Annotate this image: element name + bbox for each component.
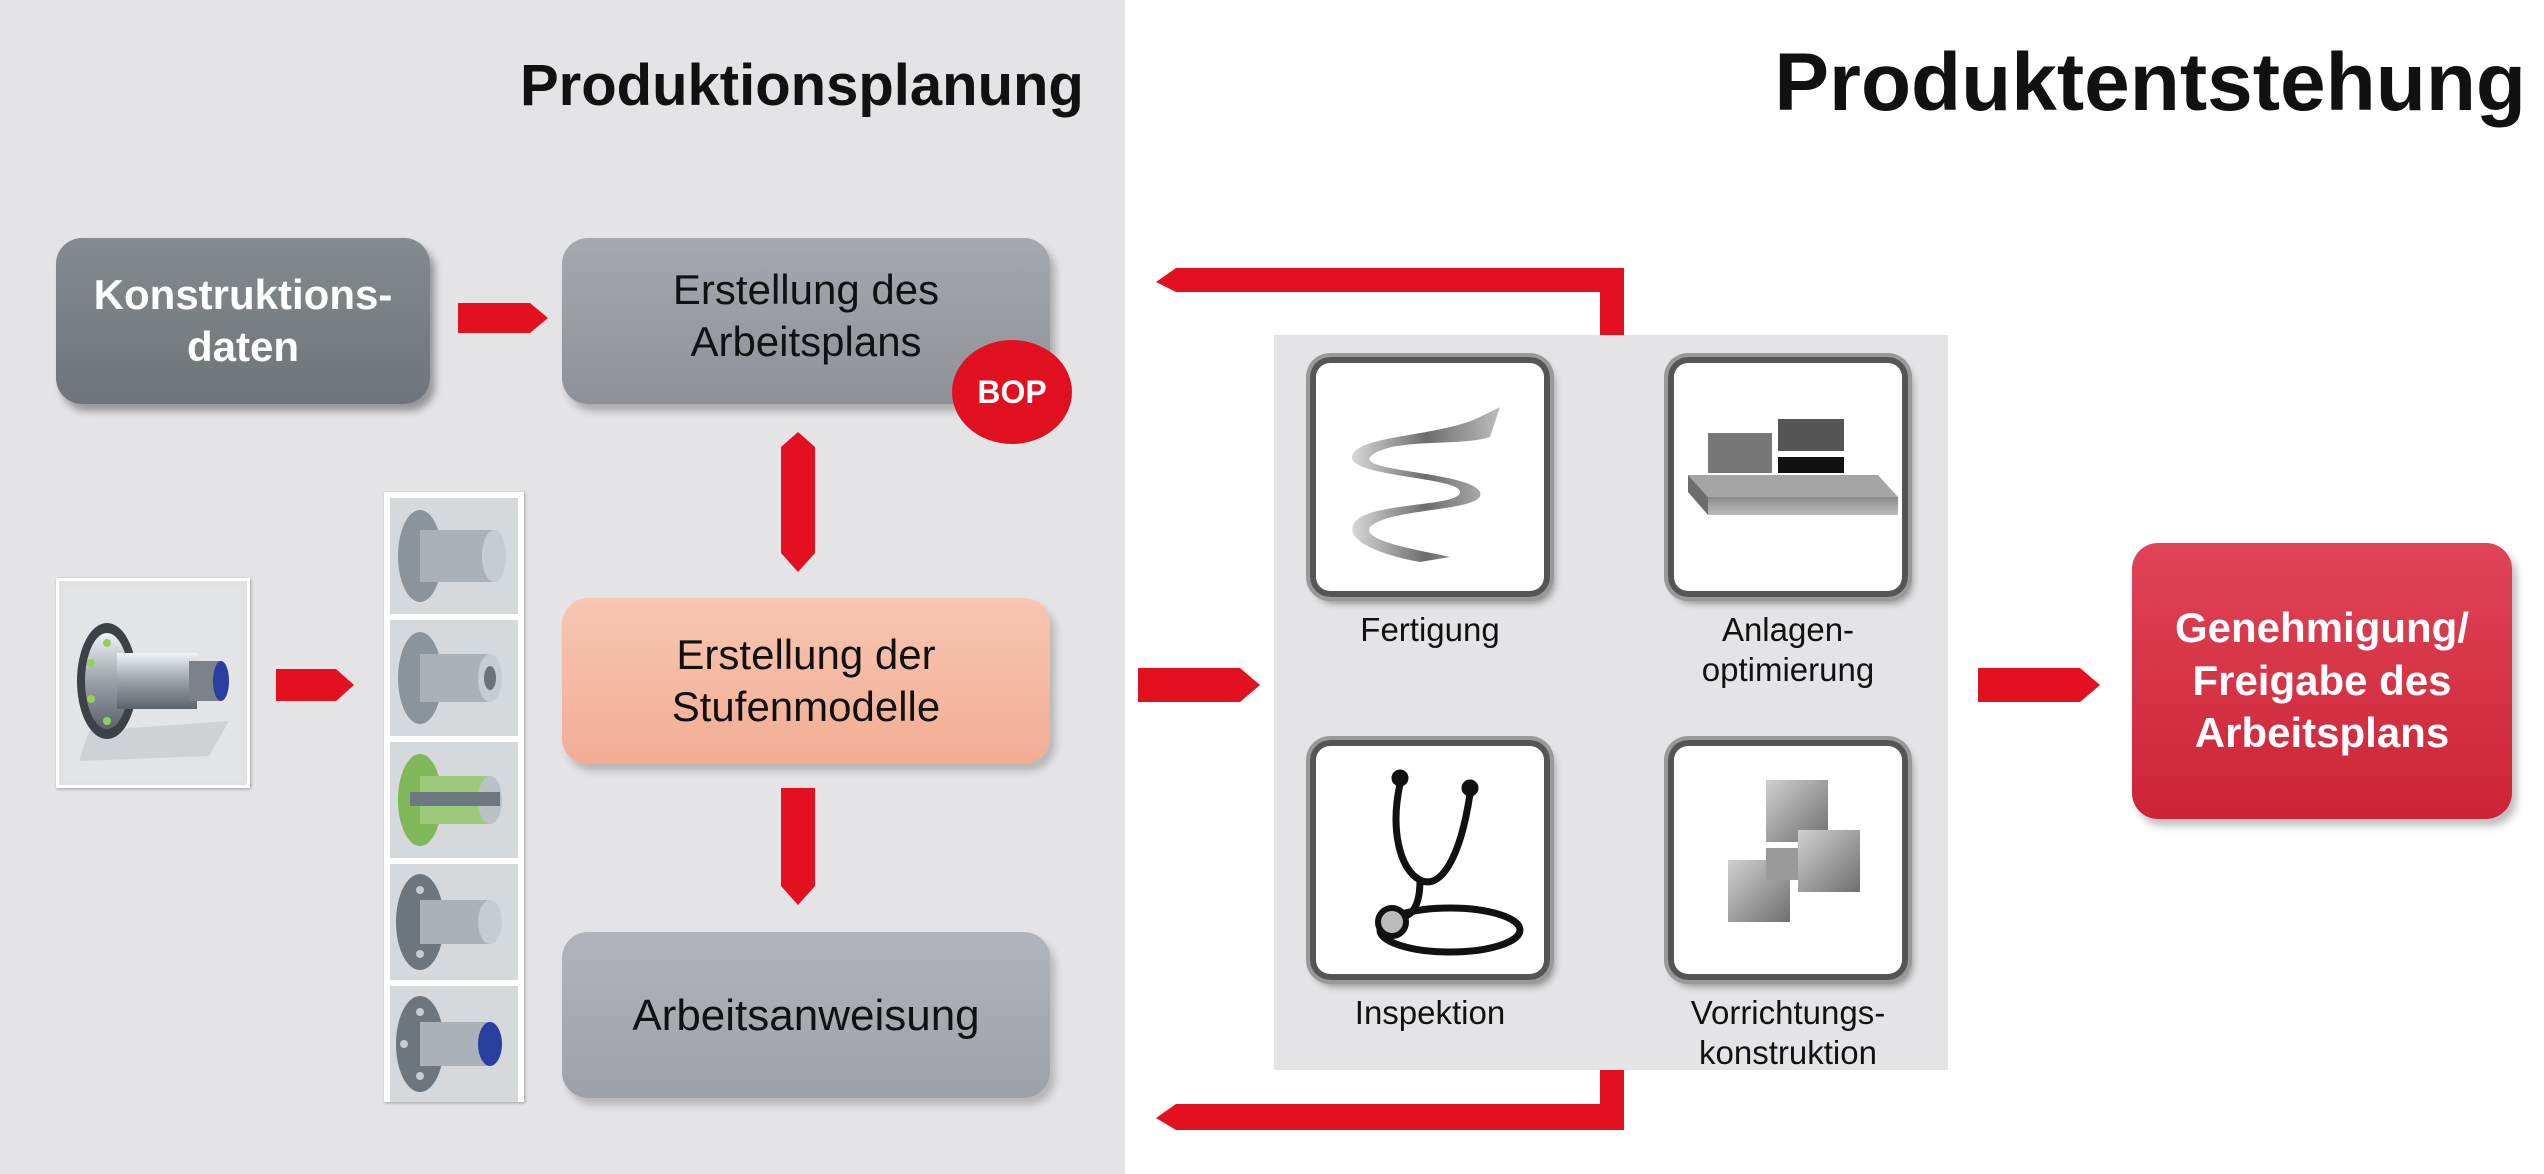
- arrow-konst-to-plan: [458, 303, 548, 333]
- stage-model-strip: [384, 492, 524, 1102]
- node-stufenmodelle-line2: Stufenmodelle: [671, 683, 941, 730]
- stage-model-3: [390, 742, 518, 858]
- label-vorrichtung-line2: konstruktion: [1699, 1033, 1877, 1071]
- node-arbeitsplan-line2: Arbeitsplans: [690, 318, 922, 365]
- label-anlagenoptimierung: Anlagen-optimierung: [1638, 610, 1938, 689]
- arrow-to-approval: [1978, 668, 2100, 702]
- arrow-feedback-bottom: [1156, 1070, 1624, 1130]
- turned-part-icon: [398, 510, 506, 602]
- node-konstruktionsdaten-line2: daten: [186, 323, 299, 370]
- stage-model-4: [390, 864, 518, 980]
- node-genehmigung-line3: Arbeitsplans: [2194, 709, 2450, 757]
- stethoscope-icon: [1310, 740, 1550, 980]
- section-title-right: Produktentstehung: [1774, 37, 2526, 128]
- label-inspektion: Inspektion: [1354, 994, 1506, 1031]
- stage-model-5: [390, 986, 518, 1102]
- arrow-to-center-panel: [1138, 668, 1260, 702]
- cubes-icon: [1668, 740, 1908, 980]
- ribbon-spiral-icon: [1310, 357, 1550, 597]
- turned-part-icon: [398, 754, 502, 846]
- turned-part-icon: [398, 632, 502, 724]
- stage-model-1: [390, 498, 518, 614]
- node-arbeitsplan-line1: Erstellung des: [672, 265, 940, 313]
- arrow-plan-stufe-double: [781, 432, 815, 572]
- node-stufenmodelle-line1: Erstellung der: [676, 630, 936, 678]
- node-arbeitsanweisung: Arbeitsanweisung: [562, 932, 1050, 1098]
- section-title-left: Produktionsplanung: [520, 53, 1084, 118]
- stage-model-2: [390, 620, 518, 736]
- label-anlagen-line2: optimierung: [1701, 650, 1875, 688]
- label-anlagen-line1: Anlagen-: [1721, 611, 1855, 648]
- label-fertigung: Fertigung: [1360, 611, 1500, 648]
- node-genehmigung-line1: Genehmigung/: [2175, 604, 2469, 652]
- turned-part-icon: [396, 996, 502, 1092]
- arrow-feedback-top: [1156, 268, 1624, 335]
- flange-part-icon: [63, 585, 243, 781]
- bop-badge: BOP: [952, 340, 1072, 444]
- arrow-thumb-to-strip: [276, 669, 354, 701]
- label-vorrichtung-line1: Vorrichtungs-: [1690, 994, 1886, 1031]
- label-vorrichtungskonstruktion: Vorrichtungs-konstruktion: [1638, 993, 1938, 1072]
- node-konstruktionsdaten-line1: Konstruktions-: [93, 270, 393, 318]
- node-genehmigung-line2: Freigabe des: [2192, 656, 2452, 704]
- plant-layout-icon: [1668, 357, 1908, 597]
- turned-part-icon: [396, 874, 502, 970]
- part-model-thumbnail: [56, 578, 250, 788]
- node-konstruktionsdaten: Konstruktions-daten: [56, 238, 430, 404]
- arrow-stufe-to-anw: [781, 788, 815, 905]
